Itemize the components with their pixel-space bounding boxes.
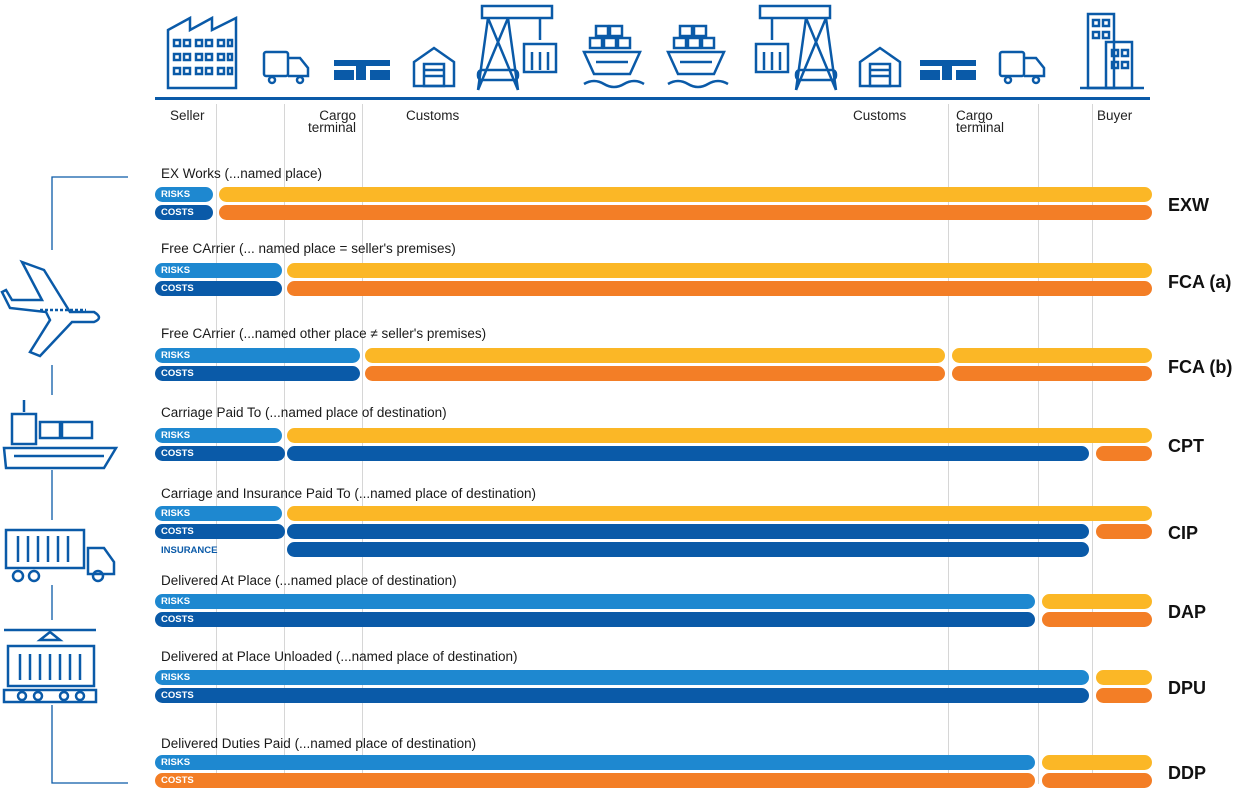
risks-tag: RISKS (155, 348, 360, 363)
location-label-cargo-terminal: Cargo terminal (956, 108, 1005, 135)
buyer-cost-bar (1042, 773, 1152, 788)
buyer-risk-bar (1096, 670, 1152, 685)
buyer-cost-bar (287, 281, 1152, 296)
rule-title: Delivered at Place Unloaded (...named pl… (161, 649, 518, 664)
buyer-cost-bar (1042, 612, 1152, 627)
costs-tag: COSTS (155, 366, 360, 381)
rule-code: FCA (a) (1168, 272, 1232, 292)
buyer-cost-bar (219, 205, 1152, 220)
risks-tag: RISKS (155, 670, 1089, 685)
location-label-customs: Customs (406, 108, 460, 123)
buyer-risk-bar (219, 187, 1152, 202)
location-label-cargo-terminal: Cargo terminal (296, 108, 356, 135)
guide-line (948, 104, 949, 784)
buyer-risk-bar (952, 348, 1152, 363)
costs-tag: COSTS (155, 524, 285, 539)
label-line: Cargo (956, 108, 993, 123)
rule-title: Delivered Duties Paid (...named place of… (161, 736, 477, 751)
buyer-cost-bar (1096, 446, 1152, 461)
rule-code: DDP (1168, 763, 1207, 783)
guide-line (362, 104, 363, 784)
buyer-risk-bar (287, 428, 1152, 443)
guide-line (1092, 104, 1093, 784)
costs-tag: COSTS (155, 773, 1035, 788)
buyer-cost-bar (1096, 524, 1152, 539)
costs-tag: COSTS (155, 612, 1035, 627)
rule-title: EX Works (...named place) (161, 166, 323, 181)
airplane-icon (0, 259, 101, 358)
terminal-icon (334, 60, 390, 80)
guide-line (1038, 104, 1039, 784)
rule-code: CPT (1168, 436, 1204, 456)
office-building-icon (1080, 12, 1144, 90)
rule-code: FCA (b) (1168, 357, 1233, 377)
buyer-risk-bar (365, 348, 945, 363)
insurance-tag: INSURANCE (161, 545, 218, 556)
rule-code: EXW (1168, 195, 1210, 215)
label-line: terminal (956, 120, 1005, 135)
guide-line (216, 104, 217, 784)
risks-tag: RISKS (155, 187, 213, 202)
timeline-axis (155, 97, 1150, 100)
risks-tag: RISKS (155, 263, 282, 278)
rule-code: DAP (1168, 602, 1207, 622)
costs-tag: COSTS (155, 281, 282, 296)
buyer-cost-bar (1096, 688, 1152, 703)
buyer-risk-bar (1042, 594, 1152, 609)
rule-title: Free CArrier (...named other place ≠ sel… (161, 326, 487, 341)
buyer-cost-bar (365, 366, 945, 381)
rule-title: Carriage and Insurance Paid To (...named… (161, 486, 536, 501)
costs-tag: COSTS (155, 688, 1089, 703)
buyer-risk-bar (287, 506, 1152, 521)
truck-icon (262, 50, 310, 85)
costs-tag: COSTS (155, 446, 285, 461)
header-icons (166, 4, 1144, 91)
warehouse-icon (412, 46, 456, 88)
label-line: Cargo (319, 108, 356, 123)
guide-line (284, 104, 285, 784)
container-ship-icon (2, 400, 119, 470)
risks-tag: RISKS (155, 755, 1035, 770)
transport-icons (0, 176, 128, 784)
rule-title: Delivered At Place (...named place of de… (161, 573, 457, 588)
container-truck-icon (4, 528, 116, 583)
buyer-cost-bar (952, 366, 1152, 381)
risks-tag: RISKS (155, 594, 1035, 609)
insurance-bar (287, 542, 1089, 557)
rule-title: Free CArrier (... named place = seller's… (161, 241, 456, 256)
location-label-buyer: Buyer (1097, 108, 1133, 123)
label-line: terminal (307, 120, 356, 135)
buyer-risk-bar (1042, 755, 1152, 770)
terminal-icon (920, 60, 976, 80)
truck-icon (998, 50, 1046, 85)
factory-icon (166, 15, 238, 90)
location-label-customs: Customs (853, 108, 907, 123)
seller-cost-bar (287, 446, 1089, 461)
risks-tag: RISKS (155, 506, 282, 521)
ship-icon (666, 24, 729, 89)
freight-train-icon (2, 628, 98, 704)
warehouse-icon (858, 46, 902, 88)
buyer-risk-bar (287, 263, 1152, 278)
location-label-seller: Seller (170, 108, 205, 123)
rule-code: DPU (1168, 678, 1207, 698)
ship-icon (582, 24, 645, 89)
rule-title: Carriage Paid To (...named place of dest… (161, 405, 447, 420)
risks-tag: RISKS (155, 428, 282, 443)
seller-cost-bar (287, 524, 1089, 539)
crane-icon (476, 4, 558, 91)
rule-code: CIP (1168, 523, 1199, 543)
crane-icon (754, 4, 838, 91)
costs-tag: COSTS (155, 205, 213, 220)
